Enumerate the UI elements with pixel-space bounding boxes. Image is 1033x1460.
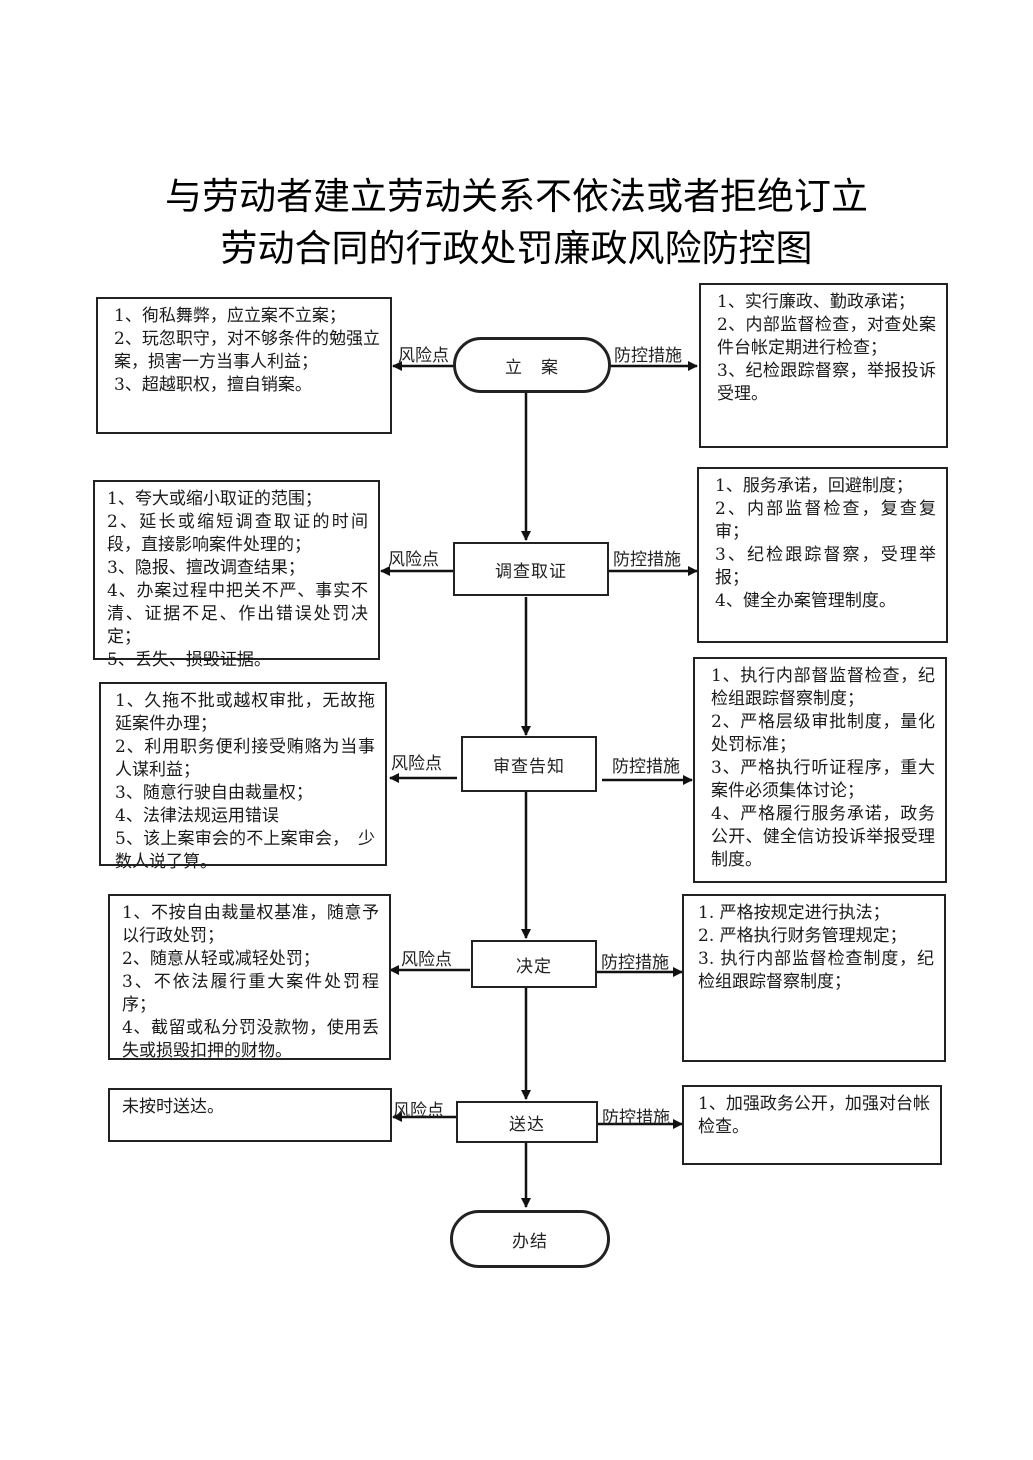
control-label-5: 防控措施 <box>602 1108 670 1128</box>
risk-item: 4、截留或私分罚没款物，使用丢失或损毁扣押的财物。 <box>122 1018 379 1061</box>
control-box-1: 1、实行廉政、勤政承诺； 2、内部监督检查，对查处案件台帐定期进行检查； 3、纪… <box>699 283 948 448</box>
control-box-2: 1、服务承诺，回避制度； 2、内部监督检查，复查复审； 3、纪检跟踪督察，受理举… <box>697 467 948 643</box>
step-node-1: 立 案 <box>453 337 611 393</box>
risk-label-4: 风险点 <box>401 950 452 970</box>
risk-item: 1、夸大或缩小取证的范围； <box>107 489 322 509</box>
control-label-1: 防控措施 <box>614 346 682 366</box>
risk-item: 2、随意从轻或减轻处罚； <box>122 949 320 969</box>
risk-box-2: 1、夸大或缩小取证的范围； 2、延长或缩短调查取证的时间段，直接影响案件处理的；… <box>93 480 380 670</box>
control-box-4: 1. 严格按规定进行执法； 2. 严格执行财务管理规定； 3. 执行内部监督检查… <box>682 894 946 1062</box>
control-item: 3. 执行内部监督检查制度，纪检组跟踪督察制度； <box>698 949 934 992</box>
risk-item: 3、超越职权，擅自销案。 <box>114 375 312 395</box>
control-item: 2、严格层级审批制度，量化处罚标准； <box>711 712 935 755</box>
risk-label-5: 风险点 <box>393 1101 444 1121</box>
risk-label-1: 风险点 <box>398 346 449 366</box>
step-node-2: 调查取证 <box>453 542 609 596</box>
control-item: 2. 严格执行财务管理规定； <box>698 926 907 946</box>
risk-item: 5、丢失、损毁证据。 <box>107 650 271 670</box>
risk-label-3: 风险点 <box>391 754 442 774</box>
control-item: 1、执行内部督监督检查，纪检组跟踪督察制度； <box>711 666 935 709</box>
risk-item: 未按时送达。 <box>122 1097 224 1117</box>
step-node-4: 决定 <box>471 940 597 988</box>
risk-item: 2、玩忽职守，对不够条件的勉强立案，损害一方当事人利益； <box>114 329 380 372</box>
risk-box-3: 1、久拖不批或越权审批，无故拖延案件办理； 2、利用职务便利接受贿赂为当事人谋利… <box>99 682 387 872</box>
control-item: 2、内部监督检查，复查复审； <box>715 499 936 542</box>
control-item: 4、健全办案管理制度。 <box>715 591 896 611</box>
risk-item: 5、该上案审会的不上案审会， 少数人说了算。 <box>115 829 375 872</box>
control-item: 3、严格执行听证程序，重大案件必须集体讨论； <box>711 758 935 801</box>
risk-item: 4、办案过程中把关不严、事实不清、证据不足、作出错误处罚决定； <box>107 581 368 647</box>
control-label-2: 防控措施 <box>613 550 681 570</box>
risk-item: 1、久拖不批或越权审批，无故拖延案件办理； <box>115 691 375 734</box>
risk-item: 2、延长或缩短调查取证的时间段，直接影响案件处理的； <box>107 512 368 555</box>
control-item: 4、严格履行服务承诺，政务公开、健全信访投诉举报受理制度。 <box>711 804 935 870</box>
risk-item: 4、法律法规运用错误 <box>115 806 279 826</box>
risk-item: 2、利用职务便利接受贿赂为当事人谋利益； <box>115 737 375 780</box>
control-box-3: 1、执行内部督监督检查，纪检组跟踪督察制度； 2、严格层级审批制度，量化处罚标准… <box>693 657 947 883</box>
diagram-title-line-2: 劳动合同的行政处罚廉政风险防控图 <box>220 227 813 270</box>
risk-box-5: 未按时送达。 <box>108 1088 392 1142</box>
control-label-4: 防控措施 <box>601 953 669 973</box>
end-node: 办结 <box>450 1210 610 1268</box>
control-item: 3、纪检跟踪督察，举报投诉受理。 <box>717 361 936 404</box>
control-item: 1、加强政务公开，加强对台帐检查。 <box>698 1094 930 1137</box>
risk-box-4: 1、不按自由裁量权基准，随意予以行政处罚； 2、随意从轻或减轻处罚； 3、不依法… <box>108 894 391 1061</box>
control-label-3: 防控措施 <box>612 757 680 777</box>
risk-item: 3、随意行驶自由裁量权； <box>115 783 313 803</box>
control-item: 1、实行廉政、勤政承诺； <box>717 292 915 312</box>
control-item: 1. 严格按规定进行执法； <box>698 903 890 923</box>
control-item: 1、服务承诺，回避制度； <box>715 476 913 496</box>
step-node-3: 审查告知 <box>461 736 597 792</box>
risk-item: 1、徇私舞弊，应立案不立案； <box>114 306 346 326</box>
risk-item: 3、隐报、擅改调查结果； <box>107 558 305 578</box>
step-node-5: 送达 <box>456 1101 598 1143</box>
risk-item: 3、不依法履行重大案件处罚程序； <box>122 972 379 1015</box>
risk-item: 1、不按自由裁量权基准，随意予以行政处罚； <box>122 903 379 946</box>
risk-label-2: 风险点 <box>388 550 439 570</box>
risk-box-1: 1、徇私舞弊，应立案不立案； 2、玩忽职守，对不够条件的勉强立案，损害一方当事人… <box>96 297 392 434</box>
control-item: 2、内部监督检查，对查处案件台帐定期进行检查； <box>717 315 936 358</box>
control-item: 3、纪检跟踪督察，受理举报； <box>715 545 936 588</box>
control-box-5: 1、加强政务公开，加强对台帐检查。 <box>682 1085 942 1165</box>
diagram-title-line-1: 与劳动者建立劳动关系不依法或者拒绝订立 <box>165 175 868 218</box>
